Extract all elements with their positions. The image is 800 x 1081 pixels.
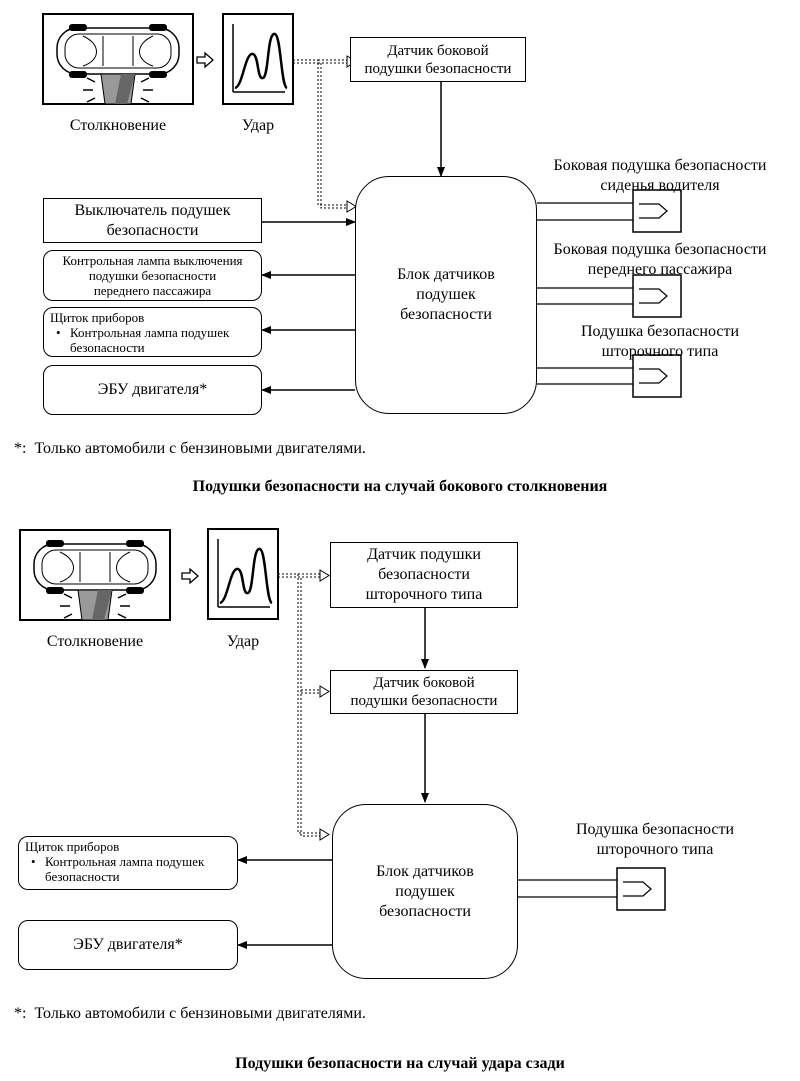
side-airbag-sensor-box: Датчик боковой подушки безопасности (350, 37, 526, 82)
passenger-side-airbag-label: Боковая подушка безопасности переднего п… (553, 241, 767, 278)
footnote-text: Только автомобили с бензиновыми двигател… (34, 1005, 366, 1022)
rear-curtain-airbag-label: Подушка безопасности шторочного типа (575, 821, 735, 858)
driver-side-airbag-label: Боковая подушка безопасности сиденья вод… (553, 157, 767, 194)
passenger-airbag-off-lamp-box: Контрольная лампа выключения подушки без… (43, 250, 262, 301)
side-footnote: *: Только автомобили с бензиновыми двига… (14, 440, 366, 458)
rear-footnote: *: Только автомобили с бензиновыми двига… (14, 1005, 366, 1023)
rear-impact-graph-icon (206, 527, 280, 621)
rear-engine-ecu-box: ЭБУ двигателя* (18, 920, 238, 970)
side-impact-graph-icon (221, 12, 295, 106)
side-car-collision-icon (42, 13, 194, 105)
side-hollow-arrow-icon (196, 52, 214, 68)
instrument-panel-title: Щиток приборов (25, 839, 120, 854)
rear-hollow-arrow-icon (181, 568, 199, 584)
side-airbag-sensor-assembly: Блок датчиков подушек безопасности (355, 176, 537, 414)
curtain-airbag-label: Подушка безопасности шторочного типа (580, 323, 740, 360)
airbag-warning-lamp-item: Контрольная лампа подушек безопасности (45, 854, 205, 884)
footnote-mark: *: (14, 1005, 27, 1022)
airbag-icon (616, 867, 666, 911)
rear-side-airbag-sensor-box: Датчик боковой подушки безопасности (330, 670, 518, 714)
side-collision-label: Столкновение (69, 117, 167, 134)
rear-impact-label: Удар (226, 633, 260, 650)
side-impact-label: Удар (241, 117, 275, 134)
footnote-text: Только автомобили с бензиновыми двигател… (34, 440, 366, 457)
rear-airbag-sensor-assembly: Блок датчиков подушек безопасности (332, 804, 518, 979)
side-instrument-panel-box: Щиток приборов •Контрольная лампа подуше… (43, 307, 262, 357)
instrument-panel-title: Щиток приборов (50, 310, 145, 325)
footnote-mark: *: (14, 440, 27, 457)
airbag-warning-lamp-item: Контрольная лампа подушек безопасности (70, 325, 230, 355)
side-diagram-title: Подушки безопасности на случай бокового … (192, 478, 608, 495)
airbag-icon (632, 274, 682, 318)
rear-diagram-title: Подушки безопасности на случай удара сза… (235, 1055, 565, 1072)
rear-collision-label: Столкновение (46, 633, 144, 650)
airbag-icon (632, 189, 682, 233)
curtain-airbag-sensor-box: Датчик подушки безопасности шторочного т… (330, 542, 518, 608)
airbag-switch-box: Выключатель подушек безопасности (43, 198, 262, 243)
rear-car-collision-icon (19, 529, 171, 621)
rear-instrument-panel-box: Щиток приборов •Контрольная лампа подуше… (18, 836, 238, 890)
side-engine-ecu-box: ЭБУ двигателя* (43, 365, 262, 415)
